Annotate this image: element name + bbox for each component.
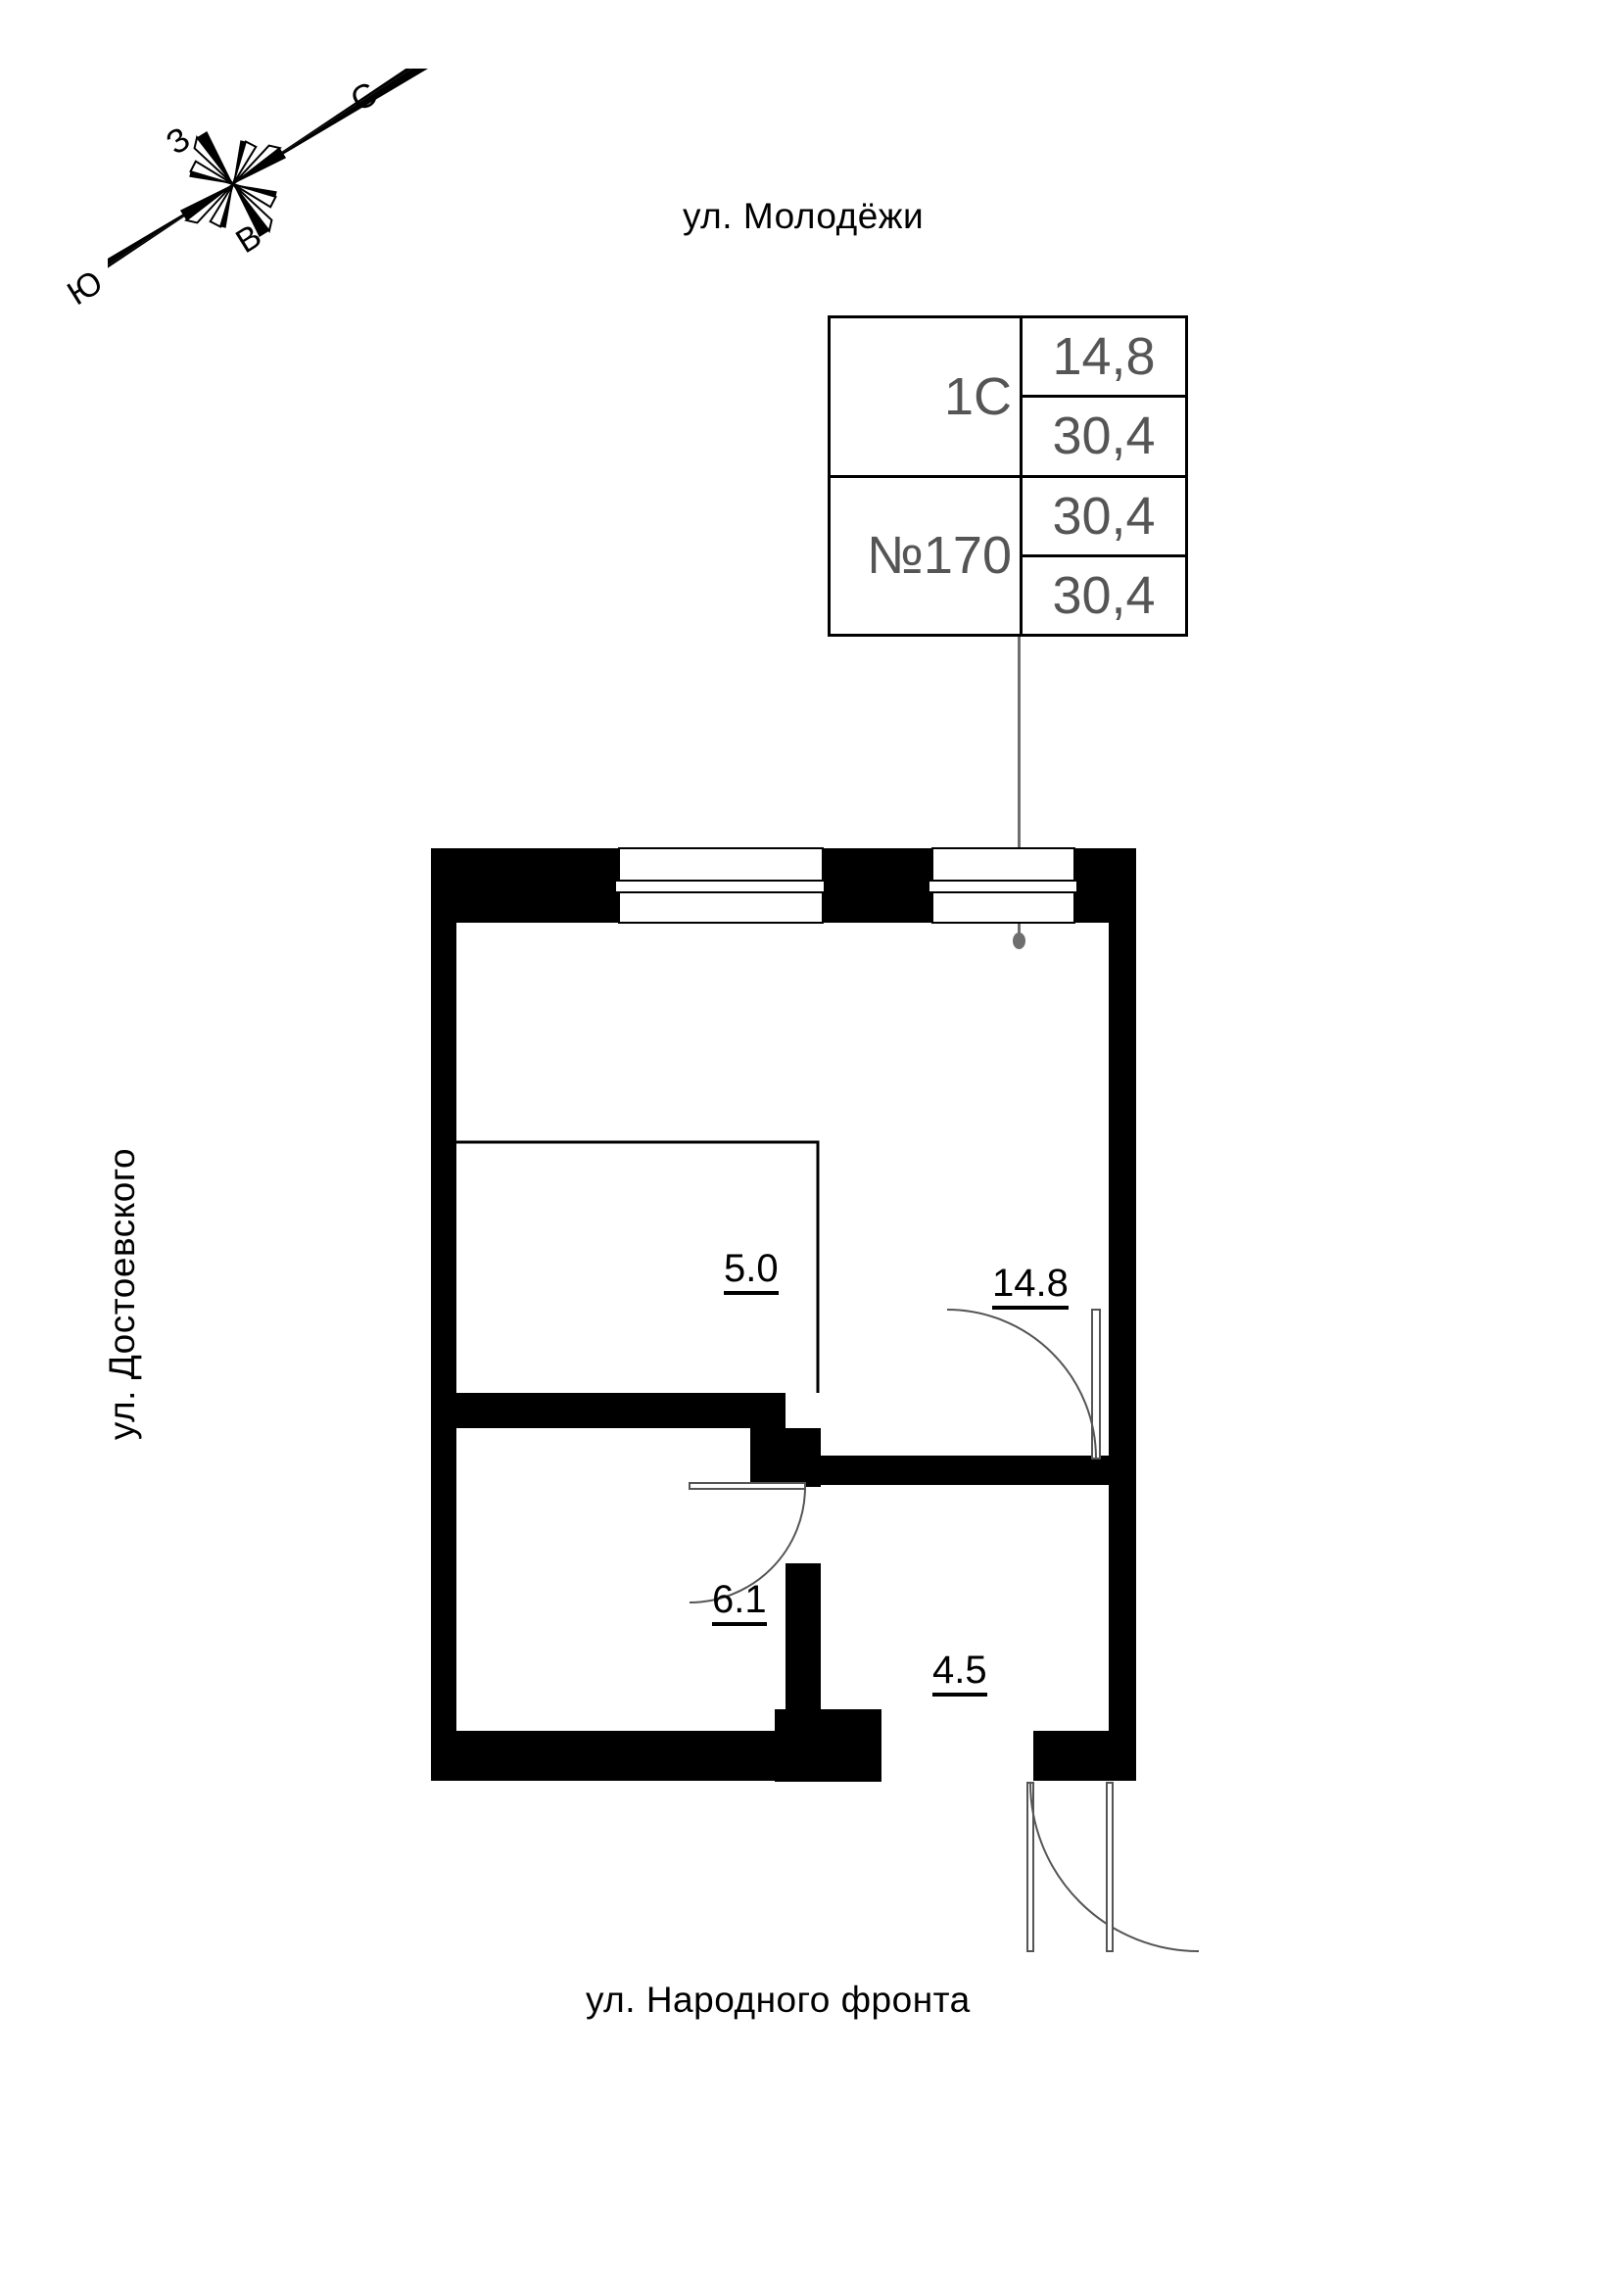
leader-line (1018, 637, 1021, 936)
table-cell: 30,4 (1023, 398, 1185, 474)
table-cell: 30,4 (1023, 557, 1185, 634)
kitchen-niche-outline (456, 1140, 820, 1393)
street-label-bottom: ул. Народного фронта (586, 1980, 971, 2020)
apartment-type-label: 1С (943, 366, 1012, 426)
window-top-left (614, 847, 826, 924)
table-row-values: 30,4 30,4 (1023, 478, 1185, 635)
leader-dot (1013, 933, 1025, 949)
table-row: №170 30,4 30,4 (831, 477, 1185, 635)
interior-walls (456, 1393, 1111, 1732)
table-row: 1С 14,8 30,4 (831, 318, 1185, 478)
area-value-kitchen: 5.0 (724, 1249, 779, 1295)
apartment-info-table: 1С 14,8 30,4 №170 30,4 30,4 (828, 315, 1188, 637)
window-top-right (928, 847, 1078, 924)
door-bathroom (689, 1482, 806, 1603)
area-label-living-room: 14.8 (992, 1264, 1069, 1310)
area-label-hallway: 4.5 (932, 1650, 987, 1697)
table-row-label-cell: 1С (831, 318, 1023, 475)
area-value-living-room: 14.8 (992, 1264, 1069, 1310)
walls (431, 848, 1136, 1782)
apartment-number-label: №170 (866, 526, 1012, 586)
area-without-balcony-value: 30,4 (1052, 565, 1156, 625)
compass-rose: С З В Ю (14, 45, 460, 362)
area-label-kitchen: 5.0 (724, 1249, 779, 1295)
area-value-hallway: 4.5 (932, 1650, 987, 1697)
door-entrance (1026, 1782, 1200, 1952)
area-label-bathroom: 6.1 (712, 1580, 767, 1626)
area-value-bathroom: 6.1 (712, 1580, 767, 1626)
compass-rose-svg (14, 45, 451, 324)
area-with-balcony-value: 30,4 (1052, 486, 1156, 546)
street-label-top: ул. Молодёжи (683, 196, 925, 236)
table-row-values: 14,8 30,4 (1023, 318, 1185, 475)
living-area-value: 14,8 (1052, 327, 1156, 387)
total-area-value: 30,4 (1052, 407, 1156, 466)
table-row-label-cell: №170 (831, 477, 1023, 634)
table-cell: 30,4 (1023, 478, 1185, 557)
table-cell: 14,8 (1023, 318, 1185, 399)
door-living-room (946, 1309, 1101, 1459)
